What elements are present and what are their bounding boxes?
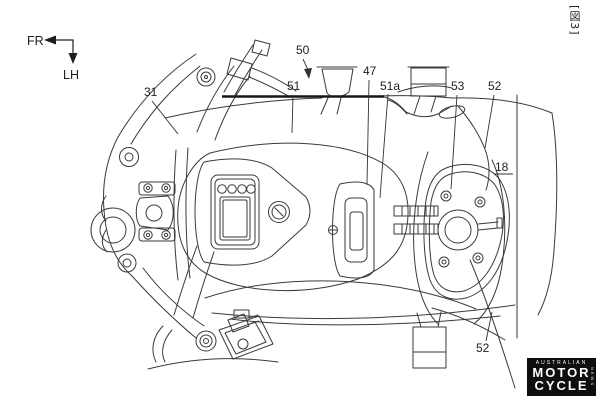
ignition-keyhole: [268, 201, 290, 223]
handlebar-lower-switch: [147, 245, 279, 370]
logo-word-motor: MOTOR: [532, 365, 591, 380]
figure-number-tag: [図3]: [568, 5, 581, 36]
fuel-tank-cover: [164, 85, 516, 326]
part-label-31: 31: [144, 85, 158, 99]
logo-word-cycle: CYCLE: [534, 378, 589, 393]
logo-side-text: NEWS: [590, 367, 595, 387]
part-label-50: 50: [296, 43, 310, 57]
leader-lines: [151, 58, 513, 342]
orientation-indicator: FR LH: [27, 34, 79, 82]
part-label-51: 51: [287, 79, 301, 93]
instrument-panel: [194, 158, 311, 266]
fr-arrowhead: [44, 35, 56, 45]
part-label-18: 18: [495, 160, 509, 174]
filler-cup: [316, 66, 358, 115]
handlebar-upper: [196, 39, 297, 141]
part-label-53: 53: [451, 79, 465, 93]
part-labels: 31 50 51 47 51a 53 52 18 52: [144, 43, 509, 355]
lh-arrowhead: [68, 53, 78, 64]
part-label-52-bottom: 52: [476, 341, 490, 355]
fr-label: FR: [27, 34, 44, 48]
mirror-stay-top: [407, 66, 450, 115]
filler-cap: [437, 209, 479, 251]
label-50-arrowhead: [304, 68, 312, 79]
part-label-52-top: 52: [488, 79, 502, 93]
front-fork-assembly: [90, 53, 205, 339]
part-label-47: 47: [363, 64, 377, 78]
fuel-filler-flange: [423, 164, 510, 300]
part-label-51a: 51a: [380, 79, 400, 93]
lh-label: LH: [63, 68, 79, 82]
magazine-logo: AUSTRALIAN MOTOR CYCLE NEWS: [527, 358, 596, 396]
logo-banner-text: AUSTRALIAN: [535, 360, 588, 366]
right-body-panels: [413, 94, 558, 389]
lid-latch-hinge: [328, 181, 439, 279]
mirror-stay-bottom: [412, 311, 447, 369]
